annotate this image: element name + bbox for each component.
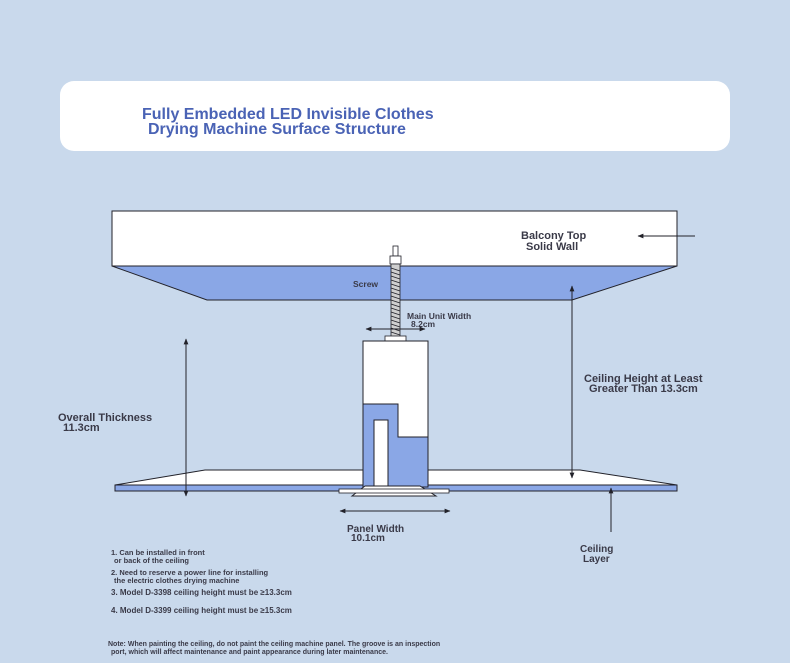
balcony-label-1: Balcony Top bbox=[521, 230, 587, 242]
title-box bbox=[60, 81, 730, 151]
title-line-1: Fully Embedded LED Invisible Clothes bbox=[142, 106, 434, 123]
ceiling-height-label-1: Ceiling Height at Least bbox=[584, 373, 703, 385]
note-4: 4. Model D-3399 ceiling height must be ≥… bbox=[111, 606, 292, 615]
main-unit bbox=[338, 340, 450, 497]
note-2-line-2: the electric clothes drying machine bbox=[114, 576, 240, 585]
screw-label: Screw bbox=[353, 279, 379, 289]
note-3: 3. Model D-3398 ceiling height must be ≥… bbox=[111, 588, 292, 597]
panel-width-label: Panel Width bbox=[347, 524, 405, 535]
balcony-label-2: Solid Wall bbox=[526, 241, 579, 253]
ceiling-layer-label-1: Ceiling bbox=[580, 544, 614, 555]
note-1-line-1: 1. Can be installed in front bbox=[111, 548, 205, 557]
note-1-line-2: or back of the ceiling bbox=[114, 556, 190, 565]
main-unit-width-label: Main Unit Width bbox=[407, 311, 472, 321]
panel-width-value: 10.1cm bbox=[351, 533, 385, 544]
note-2-line-1: 2. Need to reserve a power line for inst… bbox=[111, 568, 269, 577]
ceiling-height-label-2: Greater Than 13.3cm bbox=[589, 383, 698, 395]
overall-thickness-value: 11.3cm bbox=[63, 422, 100, 434]
footnote-line-1: Note: When painting the ceiling, do not … bbox=[108, 641, 441, 648]
footnote-line-2: port, which will affect maintenance and … bbox=[111, 649, 388, 656]
main-unit-width-value: 8.2cm bbox=[411, 319, 436, 329]
ceiling-layer-label-2: Layer bbox=[583, 554, 610, 565]
overall-thickness-label: Overall Thickness bbox=[58, 412, 153, 424]
title-line-2: Drying Machine Surface Structure bbox=[148, 121, 406, 138]
